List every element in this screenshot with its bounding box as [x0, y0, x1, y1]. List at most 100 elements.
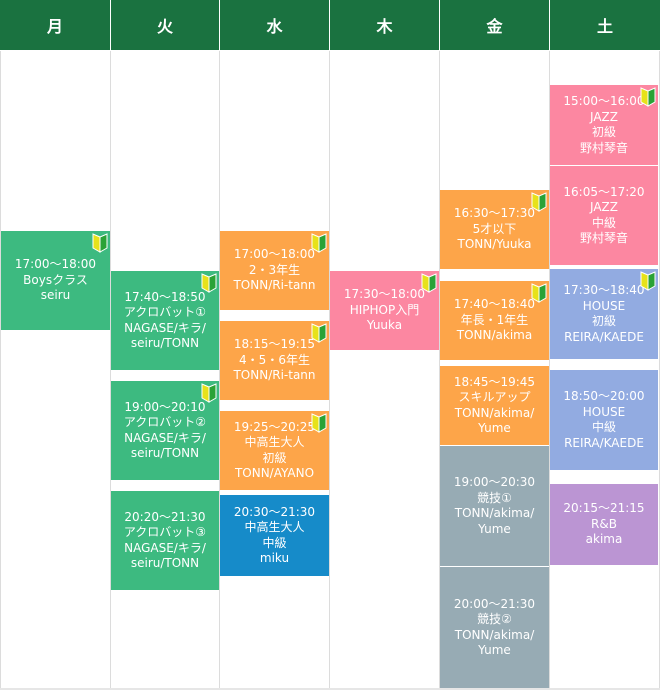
class-title: HIPHOP入門	[349, 302, 420, 317]
column-divider	[219, 51, 220, 690]
class-time: 20:30～21:30	[233, 504, 316, 519]
beginner-mark-icon	[531, 192, 547, 212]
class-instructor: TONN/Ri-tann	[233, 368, 316, 383]
class-level: 初級	[591, 125, 616, 139]
class-time: 17:40～18:40	[453, 297, 536, 312]
class-instructor: seiru/TONN	[130, 446, 200, 460]
day-header-thu: 木	[330, 0, 439, 50]
class-instructor: TONN/akima	[456, 328, 533, 343]
class-instructor: REIRA/KAEDE	[564, 329, 644, 344]
day-header-wed: 水	[220, 0, 329, 50]
class-block-fri-1[interactable]: 16:30～17:30 5才以下 TONN/Yuuka	[440, 190, 549, 269]
class-title: アクロバット①	[123, 305, 207, 319]
class-block-mon-1[interactable]: 17:00～18:00 Boysクラス seiru	[1, 231, 110, 330]
beginner-mark-icon	[311, 233, 327, 253]
class-title: 中高生大人	[244, 435, 305, 449]
class-block-fri-5[interactable]: 20:00～21:30 競技② TONN/akima/ Yume	[440, 567, 549, 688]
class-block-fri-3[interactable]: 18:45～19:45 スキルアップ TONN/akima/ Yume	[440, 366, 549, 445]
class-block-sat-1[interactable]: 15:00～16:00 JAZZ 初級 野村琴音	[550, 85, 658, 165]
class-time: 20:00～21:30	[453, 596, 536, 611]
class-block-tue-2[interactable]: 19:00～20:10 アクロバット② NAGASE/キラ/ seiru/TON…	[111, 381, 219, 480]
class-time: 20:20～21:30	[124, 509, 206, 524]
class-instructor: Yume	[478, 643, 511, 657]
class-block-thu-1[interactable]: 17:30～18:00 HIPHOP入門 Yuuka	[330, 271, 439, 350]
class-time: 16:05～17:20	[563, 184, 645, 199]
class-level: 初級	[262, 450, 287, 465]
column-divider	[439, 51, 440, 690]
class-title: 競技②	[477, 612, 512, 626]
class-level: 中級	[591, 420, 616, 434]
class-title: Boysクラス	[23, 272, 88, 287]
beginner-mark-icon	[421, 273, 437, 293]
day-header-fri: 金	[440, 0, 549, 50]
class-title: アクロバット②	[123, 415, 207, 429]
class-block-sat-2[interactable]: 16:05～17:20 JAZZ 中級 野村琴音	[550, 166, 658, 265]
beginner-mark-icon	[640, 271, 656, 291]
class-time: 16:30～17:30	[453, 206, 536, 221]
class-title: 2・3年生	[248, 262, 301, 277]
class-block-tue-3[interactable]: 20:20～21:30 アクロバット③ NAGASE/キラ/ seiru/TON…	[111, 491, 219, 590]
class-title: JAZZ	[590, 200, 618, 214]
class-block-sat-4[interactable]: 18:50～20:00 HOUSE 中級 REIRA/KAEDE	[550, 370, 658, 470]
class-instructor: 野村琴音	[579, 140, 628, 155]
day-header-mon: 月	[0, 0, 110, 50]
class-level: 初級	[591, 314, 616, 328]
class-title: 4・5・6年生	[239, 352, 310, 367]
class-title: 中高生大人	[244, 520, 305, 534]
class-block-wed-1[interactable]: 17:00～18:00 2・3年生 TONN/Ri-tann	[220, 231, 329, 310]
class-instructor: seiru/TONN	[130, 336, 200, 350]
class-title: HOUSE	[582, 404, 626, 419]
beginner-mark-icon	[640, 87, 656, 107]
class-instructor: miku	[259, 551, 290, 565]
class-instructor: Yume	[478, 521, 511, 536]
class-block-wed-2[interactable]: 18:15～19:15 4・5・6年生 TONN/Ri-tann	[220, 321, 329, 400]
class-level: 中級	[591, 215, 616, 230]
class-instructor: Yume	[478, 421, 511, 435]
class-time: 17:00～18:00	[233, 247, 316, 262]
class-instructor: TONN/Ri-tann	[233, 278, 316, 293]
class-time: 18:15～19:15	[233, 337, 316, 352]
class-level: 中級	[262, 535, 287, 550]
class-time: 19:00～20:10	[124, 399, 206, 414]
class-time: 18:50～20:00	[563, 389, 645, 403]
column-divider	[110, 51, 111, 690]
class-instructor: Yuuka	[366, 318, 403, 333]
class-block-sat-3[interactable]: 17:30～18:40 HOUSE 初級 REIRA/KAEDE	[550, 269, 658, 359]
beginner-mark-icon	[201, 383, 217, 403]
class-instructor: TONN/AYANO	[234, 466, 315, 480]
class-title: スキルアップ	[458, 390, 531, 404]
class-time: 15:00～16:00	[563, 94, 645, 108]
beginner-mark-icon	[311, 323, 327, 343]
day-header-tue: 火	[111, 0, 219, 50]
column-divider	[329, 51, 330, 690]
class-instructor: NAGASE/キラ/	[124, 540, 206, 555]
class-title: R&B	[591, 516, 617, 531]
class-time: 17:00～18:00	[14, 257, 97, 272]
class-instructor: akima	[585, 532, 623, 547]
class-time: 17:40～18:50	[124, 289, 206, 304]
class-time: 17:30～18:00	[343, 287, 426, 302]
class-block-tue-1[interactable]: 17:40～18:50 アクロバット① NAGASE/キラ/ seiru/TON…	[111, 271, 219, 370]
table-bottom-border	[0, 688, 660, 690]
class-instructor: TONN/Yuuka	[457, 237, 532, 252]
class-instructor: seiru/TONN	[130, 556, 200, 570]
beginner-mark-icon	[92, 233, 108, 253]
class-instructor: seiru	[40, 288, 71, 303]
class-instructor: REIRA/KAEDE	[564, 435, 644, 450]
class-time: 19:25～20:25	[233, 419, 316, 434]
class-instructor: TONN/akima/	[454, 506, 535, 520]
class-instructor: TONN/akima/	[454, 405, 535, 420]
class-block-wed-4[interactable]: 20:30～21:30 中高生大人 中級 miku	[220, 495, 329, 576]
class-instructor: TONN/akima/	[454, 627, 535, 642]
class-instructor: 野村琴音	[579, 231, 628, 245]
column-divider	[549, 51, 550, 690]
class-block-fri-4[interactable]: 19:00～20:30 競技① TONN/akima/ Yume	[440, 446, 549, 566]
beginner-mark-icon	[311, 413, 327, 433]
class-block-sat-5[interactable]: 20:15～21:15 R&B akima	[550, 484, 658, 565]
class-block-wed-3[interactable]: 19:25～20:25 中高生大人 初級 TONN/AYANO	[220, 411, 329, 490]
class-time: 18:45～19:45	[453, 374, 536, 389]
class-block-fri-2[interactable]: 17:40～18:40 年長・1年生 TONN/akima	[440, 281, 549, 360]
class-time: 19:00～20:30	[453, 475, 536, 489]
column-divider	[0, 51, 1, 690]
